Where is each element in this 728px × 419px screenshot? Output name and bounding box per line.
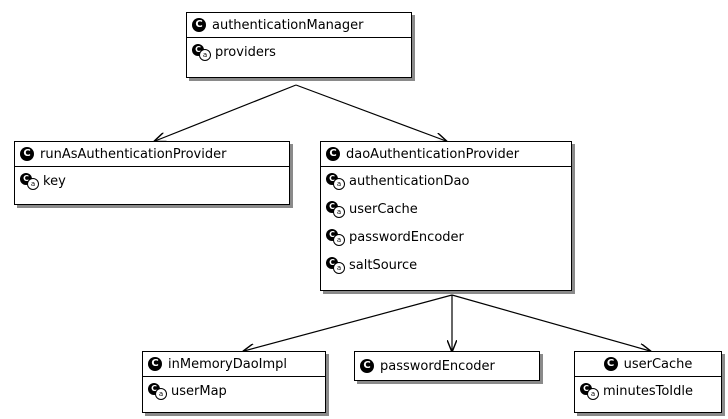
bean-name: daoAuthenticationProvider: [346, 146, 520, 162]
connector-dao-to-usercache: [451, 294, 650, 351]
class-icon: C: [360, 359, 374, 373]
connector-manager-to-dao: [295, 84, 446, 141]
bean-header: C authenticationManager: [187, 13, 411, 38]
class-icon: C: [148, 357, 162, 371]
class-icon: C: [20, 147, 34, 161]
bean-header: C userCache: [575, 352, 721, 377]
bean-password-encoder[interactable]: C passwordEncoder: [354, 351, 540, 381]
bean-name: inMemoryDaoImpl: [168, 356, 288, 372]
bean-name: userCache: [623, 356, 693, 372]
attribute-name: saltSource: [349, 257, 418, 273]
class-icon: C: [326, 147, 340, 161]
attribute-name: providers: [215, 44, 276, 60]
connector-dao-to-inmemory: [244, 294, 453, 351]
class-icon: C: [192, 18, 206, 32]
bean-name: runAsAuthenticationProvider: [40, 146, 227, 162]
bean-header: C passwordEncoder: [355, 352, 539, 380]
bean-name: passwordEncoder: [380, 358, 495, 374]
attribute-name: key: [43, 173, 66, 189]
bean-header: C daoAuthenticationProvider: [321, 142, 571, 167]
attribute-name: authenticationDao: [349, 173, 470, 189]
attribute-name: userMap: [171, 383, 227, 399]
bean-header: C inMemoryDaoImpl: [143, 352, 325, 377]
attribute-name: minutesToIdle: [603, 383, 694, 399]
bean-name: authenticationManager: [212, 17, 364, 33]
attribute-name: passwordEncoder: [349, 229, 464, 245]
bean-header: C runAsAuthenticationProvider: [15, 142, 289, 167]
connector-manager-to-runas: [155, 84, 297, 141]
attribute-name: userCache: [349, 201, 418, 217]
class-icon: C: [603, 357, 618, 371]
